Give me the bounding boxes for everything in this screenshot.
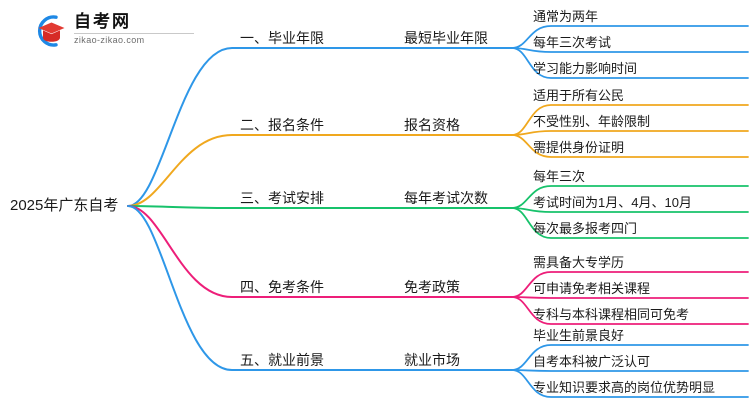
mindmap-leaf-4-3[interactable]: 专科与本科课程相同可免考 bbox=[533, 307, 690, 322]
mindmap-leaf-4-2[interactable]: 可申请免考相关课程 bbox=[533, 281, 651, 296]
mindmap-subbranch-label-1[interactable]: 最短毕业年限 bbox=[404, 30, 488, 46]
connector-curve bbox=[511, 47, 749, 79]
mindmap-leaf-3-3[interactable]: 每次最多报考四门 bbox=[533, 221, 638, 236]
connector-curve bbox=[511, 207, 749, 239]
mindmap-leaf-5-2[interactable]: 自考本科被广泛认可 bbox=[533, 354, 651, 369]
site-logo: 自考网 zikao-zikao.com bbox=[30, 12, 200, 52]
connector-curve bbox=[511, 344, 749, 371]
mindmap-leaf-2-2[interactable]: 不受性别、年龄限制 bbox=[533, 114, 651, 129]
mindmap-branch-label-4[interactable]: 四、免考条件 bbox=[240, 279, 324, 295]
connector-curve bbox=[511, 296, 749, 299]
mindmap-branch-label-2[interactable]: 二、报名条件 bbox=[240, 117, 324, 133]
mindmap-leaf-5-3[interactable]: 专业知识要求高的岗位优势明显 bbox=[533, 380, 716, 395]
mindmap-leaf-1-3[interactable]: 学习能力影响时间 bbox=[533, 61, 638, 76]
mindmap-branch-label-5[interactable]: 五、就业前景 bbox=[240, 352, 324, 368]
connector-curve bbox=[511, 369, 749, 372]
mindmap-subbranch-label-3[interactable]: 每年考试次数 bbox=[404, 190, 488, 206]
logo-url: zikao-zikao.com bbox=[74, 35, 145, 45]
mindmap-leaf-3-2[interactable]: 考试时间为1月、4月、10月 bbox=[533, 195, 692, 210]
mindmap-branch-label-1[interactable]: 一、毕业年限 bbox=[240, 30, 324, 46]
graduation-cap-icon bbox=[37, 15, 65, 47]
mindmap-leaf-5-1[interactable]: 毕业生前景良好 bbox=[533, 328, 625, 343]
connector-curve bbox=[511, 25, 749, 49]
connector-curve bbox=[511, 185, 749, 209]
connector-curve bbox=[511, 369, 749, 398]
mindmap-root-node[interactable]: 2025年广东自考 bbox=[10, 197, 119, 214]
connector-curve bbox=[511, 271, 749, 298]
connector-curve bbox=[127, 134, 513, 207]
connector-curve bbox=[127, 47, 513, 207]
logo-title: 自考网 bbox=[74, 12, 131, 31]
connector-curve bbox=[127, 205, 513, 209]
connector-curve bbox=[511, 296, 749, 325]
mindmap-subbranch-label-4[interactable]: 免考政策 bbox=[404, 279, 460, 295]
connector-curve bbox=[127, 205, 513, 371]
mindmap-branch-label-3[interactable]: 三、考试安排 bbox=[240, 190, 324, 206]
mindmap-leaf-2-3[interactable]: 需提供身份证明 bbox=[533, 140, 625, 155]
connector-curve bbox=[127, 205, 513, 298]
mindmap-subbranch-label-2[interactable]: 报名资格 bbox=[404, 117, 460, 133]
mindmap-leaf-3-1[interactable]: 每年三次 bbox=[533, 169, 586, 184]
mindmap-leaf-4-1[interactable]: 需具备大专学历 bbox=[533, 255, 625, 270]
mindmap-leaf-2-1[interactable]: 适用于所有公民 bbox=[533, 88, 625, 103]
mindmap-subbranch-label-5[interactable]: 就业市场 bbox=[404, 352, 460, 368]
logo-divider bbox=[74, 33, 194, 34]
mindmap-leaf-1-2[interactable]: 每年三次考试 bbox=[533, 35, 612, 50]
connector-curve bbox=[511, 130, 749, 136]
connector-curve bbox=[511, 134, 749, 158]
mindmap-leaf-1-1[interactable]: 通常为两年 bbox=[533, 9, 599, 24]
